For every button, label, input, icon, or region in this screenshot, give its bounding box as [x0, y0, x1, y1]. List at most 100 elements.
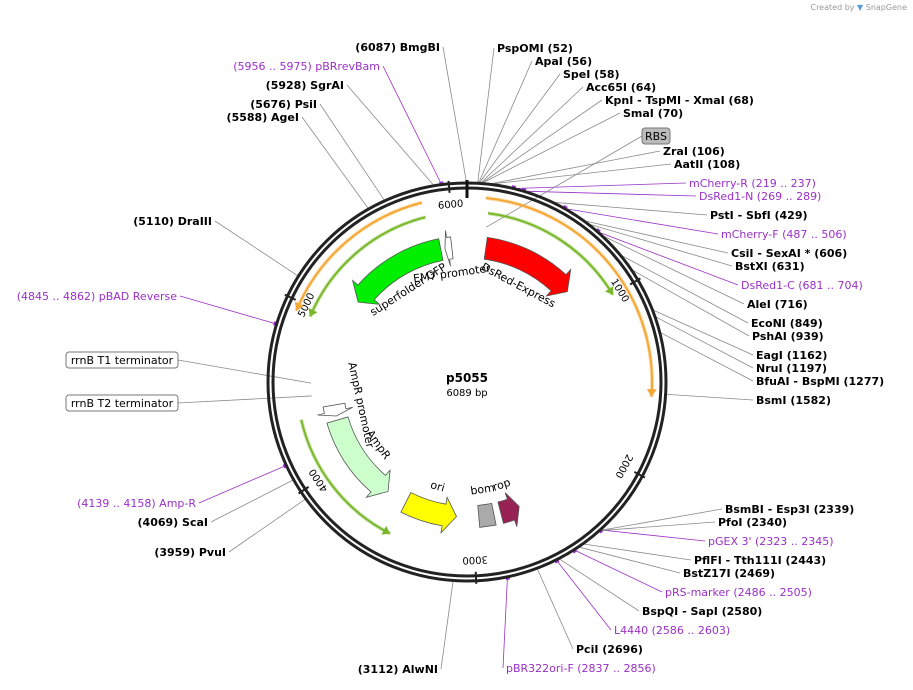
- enzyme-site-label[interactable]: Acc65I (64): [586, 81, 656, 94]
- enzyme-site-label[interactable]: PshAI (939): [752, 330, 824, 343]
- primer-site-mark: [521, 187, 527, 191]
- leader-line: [481, 112, 621, 184]
- enzyme-site-label[interactable]: (5588) AgeI: [227, 111, 299, 124]
- primer-site-label[interactable]: mCherry-R (219 .. 237): [689, 177, 816, 190]
- enzyme-site-label[interactable]: PflFI - Tth111I (2443): [694, 554, 826, 567]
- leader-line: [513, 182, 687, 189]
- orf-arc: [485, 196, 653, 397]
- primer-site-mark: [273, 321, 277, 326]
- enzyme-site-label[interactable]: NruI (1197): [756, 362, 827, 375]
- feature-dsred-express[interactable]: [483, 236, 572, 297]
- enzyme-site-label[interactable]: AleI (716): [747, 298, 808, 311]
- feature-ampr-promoter[interactable]: [317, 402, 353, 417]
- box-label-rrnb-t2-terminator: rrnB T2 terminator: [71, 397, 174, 410]
- enzyme-site-label[interactable]: EcoNI (849): [751, 317, 823, 330]
- primer-site-label[interactable]: (5956 .. 5975) pBRrevBam: [233, 60, 380, 73]
- enzyme-site-label[interactable]: PstI - SbfI (429): [710, 209, 808, 222]
- created-by-text: Created by: [810, 3, 855, 12]
- leader-line: [630, 268, 750, 337]
- primer-site-mark: [282, 463, 287, 469]
- primer-site-label[interactable]: DsRed1-C (681 .. 704): [741, 279, 863, 292]
- enzyme-site-label[interactable]: BsmI (1582): [756, 394, 831, 407]
- enzyme-site-label[interactable]: PspOMI (52): [497, 42, 573, 55]
- orf-arrowhead: [294, 301, 304, 311]
- box-rrnb-t2-terminator[interactable]: [65, 394, 179, 412]
- orf-arc: [487, 212, 614, 296]
- box-rrnb-t1-terminator[interactable]: [65, 351, 179, 369]
- leader-line: [179, 295, 277, 325]
- leader-line: [536, 568, 574, 650]
- enzyme-site-label[interactable]: PciI (2696): [576, 643, 643, 656]
- leader-line: [665, 393, 754, 401]
- enzyme-site-label[interactable]: (5676) PsiI: [250, 98, 317, 111]
- enzyme-site-label[interactable]: BstXI (631): [735, 260, 805, 273]
- enzyme-site-label[interactable]: KpnI - TspMI - XmaI (68): [605, 94, 754, 107]
- feature-label-ori: ori: [429, 478, 446, 494]
- enzyme-site-label[interactable]: PfoI (2340): [718, 516, 787, 529]
- enzyme-site-label[interactable]: BstZ17I (2469): [683, 567, 775, 580]
- leader-line: [210, 479, 294, 523]
- orf-arrowhead: [605, 286, 614, 295]
- enzyme-site-label[interactable]: (3959) PvuI: [154, 546, 226, 559]
- enzyme-site-label[interactable]: (5110) DraIII: [133, 215, 212, 228]
- primer-site-label[interactable]: (4845 .. 4862) pBAD Reverse: [17, 290, 178, 303]
- tick-label: 6000: [438, 199, 464, 212]
- primer-site-label[interactable]: L4440 (2586 .. 2603): [614, 624, 730, 637]
- enzyme-site-label[interactable]: BsmBI - Esp3I (2339): [725, 503, 854, 516]
- orf-arrowhead: [308, 307, 318, 317]
- primer-site-label[interactable]: pGEX 3' (2323 .. 2345): [708, 535, 834, 548]
- enzyme-site-label[interactable]: SmaI (70): [623, 107, 683, 120]
- tick-mark: [633, 471, 646, 479]
- primer-site-mark: [563, 204, 568, 209]
- primer-site-label[interactable]: (4139 .. 4158) Amp-R: [77, 497, 196, 510]
- leader-line: [600, 529, 706, 542]
- enzyme-site-label[interactable]: (4069) ScaI: [138, 516, 208, 529]
- feature-ori[interactable]: [400, 492, 457, 534]
- enzyme-site-label[interactable]: BspQI - SapI (2580): [642, 605, 762, 618]
- enzyme-site-label[interactable]: AatII (108): [674, 158, 740, 171]
- snapgene-brand-text: SnapGene: [865, 3, 907, 12]
- leader-line: [652, 309, 754, 356]
- primer-site-label[interactable]: mCherry-F (487 .. 506): [721, 228, 847, 241]
- enzyme-site-label[interactable]: (3112) AlwNI: [358, 663, 438, 676]
- feature-label-rop: rop: [491, 476, 512, 494]
- leader-line: [564, 208, 719, 235]
- feature-boxes: RBS rrnB T1 terminator rrnB T2 terminator: [65, 127, 671, 412]
- enzyme-site-label[interactable]: ApaI (56): [535, 55, 592, 68]
- enzyme-site-label[interactable]: SpeI (58): [563, 68, 620, 81]
- box-leader-line: [486, 135, 643, 228]
- leader-line: [440, 580, 454, 670]
- box-label-rbs: RBS: [645, 130, 667, 143]
- orf-arc: [295, 201, 423, 312]
- enzyme-site-label[interactable]: (5928) SgrAI: [266, 79, 344, 92]
- plasmid-center: p5055 6089 bp: [446, 371, 488, 399]
- primer-site-label[interactable]: pRS-marker (2486 .. 2505): [665, 586, 812, 599]
- box-label-rrnb-t1-terminator: rrnB T1 terminator: [71, 354, 174, 367]
- primer-site-label[interactable]: DsRed1-N (269 .. 289): [699, 190, 821, 203]
- feature-em7-promoter[interactable]: [444, 230, 454, 267]
- leader-line: [600, 234, 745, 305]
- snapgene-credit: Created by ▼ SnapGene: [810, 3, 907, 12]
- leader-line: [319, 103, 386, 202]
- enzyme-site-label[interactable]: BfuAI - BspMI (1277): [756, 375, 884, 388]
- leader-line: [555, 559, 612, 631]
- leader-line: [479, 86, 584, 184]
- tick-mark: [474, 571, 478, 584]
- leader-line: [346, 84, 435, 187]
- enzyme-site-label[interactable]: ZraI (106): [663, 145, 725, 158]
- feature-bom[interactable]: [477, 503, 497, 528]
- enzyme-site-label[interactable]: CsiI - SexAI * (606): [731, 247, 847, 260]
- box-rbs[interactable]: [641, 127, 671, 145]
- feature-ampr[interactable]: [326, 416, 391, 498]
- primer-site-mark: [511, 185, 517, 189]
- feature-rop[interactable]: [497, 492, 520, 527]
- primer-site-label[interactable]: pBR322ori-F (2837 .. 2856): [506, 662, 656, 675]
- leader-line: [597, 231, 739, 286]
- orf-arc: [309, 216, 426, 317]
- feature-superfolder-gfp[interactable]: [351, 238, 444, 305]
- enzyme-site-label[interactable]: (6087) BmgBI: [355, 41, 440, 54]
- enzyme-site-label[interactable]: EagI (1162): [756, 349, 827, 362]
- primer-site-mark: [572, 549, 578, 554]
